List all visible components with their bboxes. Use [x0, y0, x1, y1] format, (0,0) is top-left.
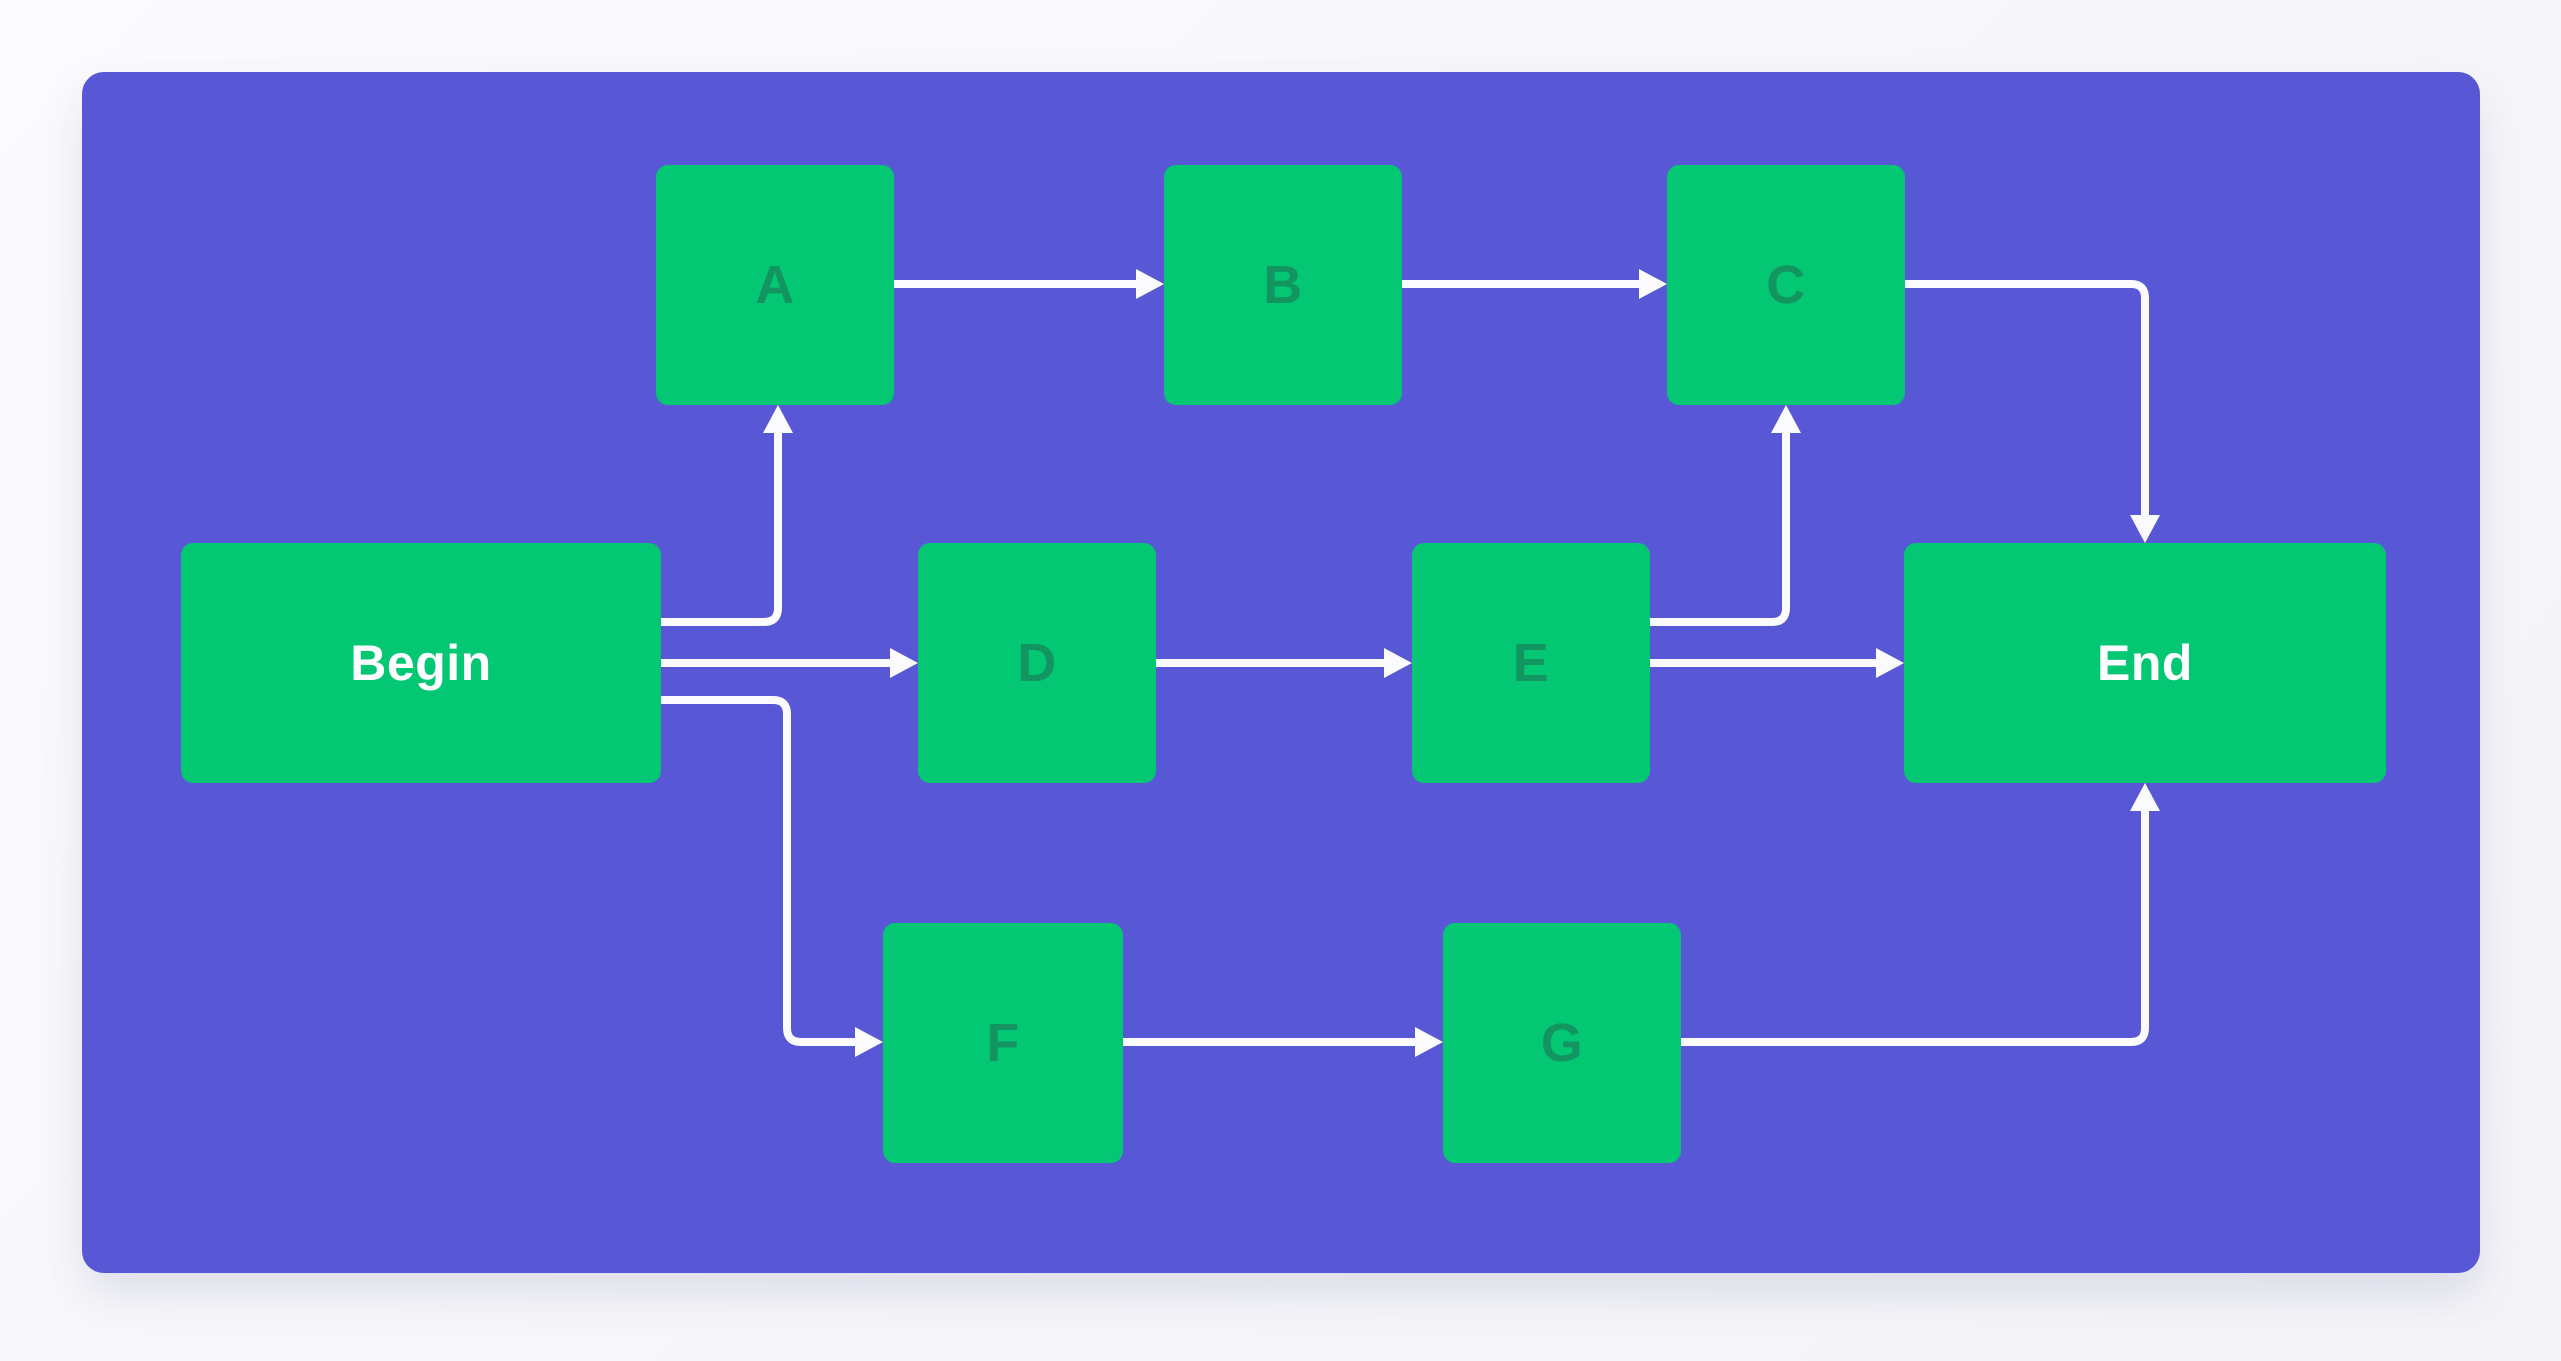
edge-g-end [1681, 783, 2160, 1046]
edge-begin-a [661, 405, 793, 626]
node-b[interactable]: B [1164, 165, 1402, 405]
node-e-label: E [1512, 633, 1550, 693]
edge-b-c [1402, 269, 1667, 299]
edges-layer [661, 269, 2160, 1057]
node-end-label: End [2097, 635, 2193, 691]
node-end[interactable]: End [1904, 543, 2386, 783]
node-e[interactable]: E [1412, 543, 1650, 783]
edge-e-c [1650, 405, 1801, 626]
node-d-label: D [1017, 633, 1057, 693]
edge-e-end [1650, 648, 1904, 678]
node-a[interactable]: A [656, 165, 894, 405]
edge-f-g [1123, 1027, 1443, 1057]
node-d[interactable]: D [918, 543, 1156, 783]
edge-a-b [894, 269, 1164, 299]
node-c-label: C [1766, 255, 1806, 315]
node-f[interactable]: F [883, 923, 1123, 1163]
node-g-label: G [1540, 1013, 1584, 1073]
node-c[interactable]: C [1667, 165, 1905, 405]
node-begin-label: Begin [350, 635, 492, 691]
edge-c-end [1905, 280, 2160, 543]
edge-begin-d [661, 648, 918, 678]
node-a-label: A [755, 255, 795, 315]
node-f-label: F [986, 1013, 1020, 1073]
node-b-label: B [1263, 255, 1303, 315]
flowchart-panel: Begin A B C D E F G End [82, 72, 2480, 1273]
edge-d-e [1156, 648, 1412, 678]
edge-begin-f [661, 696, 883, 1057]
node-g[interactable]: G [1443, 923, 1681, 1163]
node-begin[interactable]: Begin [181, 543, 661, 783]
